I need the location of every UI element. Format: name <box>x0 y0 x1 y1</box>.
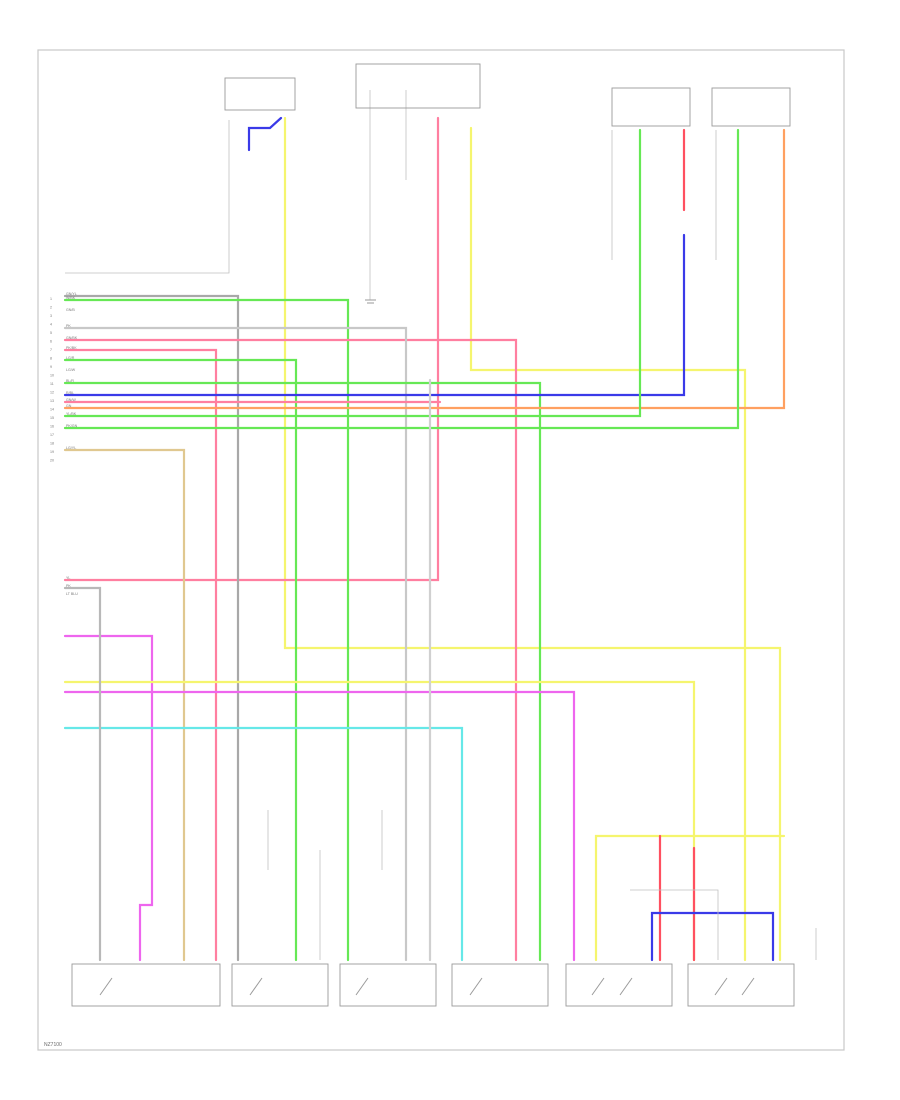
wire-gray-2 <box>63 326 408 962</box>
wire-green-1 <box>63 298 350 962</box>
pin-number: 11 <box>50 382 54 386</box>
wire-blue-main <box>63 233 686 397</box>
pin-number: 7 <box>50 348 52 352</box>
relay-box <box>355 63 481 109</box>
wire-label: YL/BK <box>66 412 77 416</box>
wire-green-4 <box>63 128 642 418</box>
pin-number: 5 <box>50 331 52 335</box>
wire-green-5 <box>63 128 740 430</box>
wire-pink-1 <box>63 338 518 962</box>
motor-rr-box <box>451 963 549 1007</box>
pin-number: 2 <box>50 306 52 310</box>
master-switch-box-2 <box>687 963 795 1007</box>
wire-tan <box>63 448 186 962</box>
wire-label: LT BLU <box>66 592 78 596</box>
wire-label: PK <box>66 584 71 588</box>
pin-number: 4 <box>50 323 52 327</box>
wire-label: GN/BK <box>66 336 78 340</box>
wire-gray-col <box>63 586 102 962</box>
wire-label: GN/YL <box>66 292 77 296</box>
thin-wire-group <box>65 90 817 960</box>
switch-contacts <box>99 977 755 996</box>
wire-label: PK/GN <box>66 424 78 428</box>
wire-yellow-switch <box>594 834 786 962</box>
wire-pink-2 <box>63 348 218 962</box>
wire-label: PK/BK <box>66 346 77 350</box>
pin-number: 10 <box>50 374 54 378</box>
motor-rf-box <box>231 963 329 1007</box>
pin-number: 18 <box>50 442 54 446</box>
motor-lf-box <box>71 963 221 1007</box>
wire-cyan <box>63 726 464 962</box>
pin-number: 15 <box>50 416 54 420</box>
master-switch-box-1 <box>565 963 673 1007</box>
pin-number: 8 <box>50 357 52 361</box>
wire-label: GN/W <box>66 398 76 402</box>
pin-number: 13 <box>50 399 54 403</box>
pin-number: 17 <box>50 433 54 437</box>
thin-wire-1 <box>65 120 230 274</box>
wire-gray-top <box>63 294 240 962</box>
wire-label: R/BL <box>66 391 74 395</box>
fuse-box <box>224 77 296 111</box>
wire-label: GN/B <box>66 308 75 312</box>
footer-code: NZ7100 <box>44 1042 62 1048</box>
ground-symbol-1 <box>365 299 376 304</box>
wire-label: GN <box>66 404 72 408</box>
pin-number: 20 <box>50 459 54 463</box>
wire-pink-relay <box>63 116 440 582</box>
thin-wire-7 <box>630 889 719 960</box>
pin-number: 6 <box>50 340 52 344</box>
wire-label: BL/R <box>66 379 74 383</box>
wire-green-2 <box>63 358 298 962</box>
wire-label: W/BK <box>66 296 76 300</box>
wire-yellow-short <box>469 126 747 962</box>
pin-number: 16 <box>50 425 54 429</box>
wire-magenta-1 <box>63 634 154 962</box>
diagram-border <box>37 49 845 1051</box>
pin-number: 9 <box>50 365 52 369</box>
wire-label: YL <box>66 576 70 580</box>
wire-label: LG/R <box>66 356 75 360</box>
door-switch-box-2 <box>711 87 791 127</box>
wire-label: PK <box>66 324 71 328</box>
pin-number: 19 <box>50 450 54 454</box>
bottom-components <box>71 963 795 1007</box>
wire-green-3 <box>63 381 542 962</box>
wire-yellow-lower <box>63 680 696 962</box>
door-switch-box-1 <box>611 87 691 127</box>
wire-magenta-2 <box>63 690 576 962</box>
top-components <box>224 63 791 304</box>
wire-blue-top <box>247 116 283 152</box>
wire-group <box>63 116 786 962</box>
wire-yellow-fuse <box>283 116 782 962</box>
wire-label: LG/W <box>66 368 76 372</box>
pin-number: 14 <box>50 408 54 412</box>
wire-label: LG/YL <box>66 446 76 450</box>
motor-lr-box <box>339 963 437 1007</box>
left-wire-labels: GN/YLW/BK GN/B PK GN/BK PK/BK LG/R LG/W BL/R R/B… <box>66 292 78 596</box>
pin-number: 1 <box>50 297 52 301</box>
pin-number: 3 <box>50 314 52 318</box>
wire-orange <box>63 128 786 410</box>
wire-blue-switch <box>650 911 775 962</box>
pin-number: 12 <box>50 391 54 395</box>
